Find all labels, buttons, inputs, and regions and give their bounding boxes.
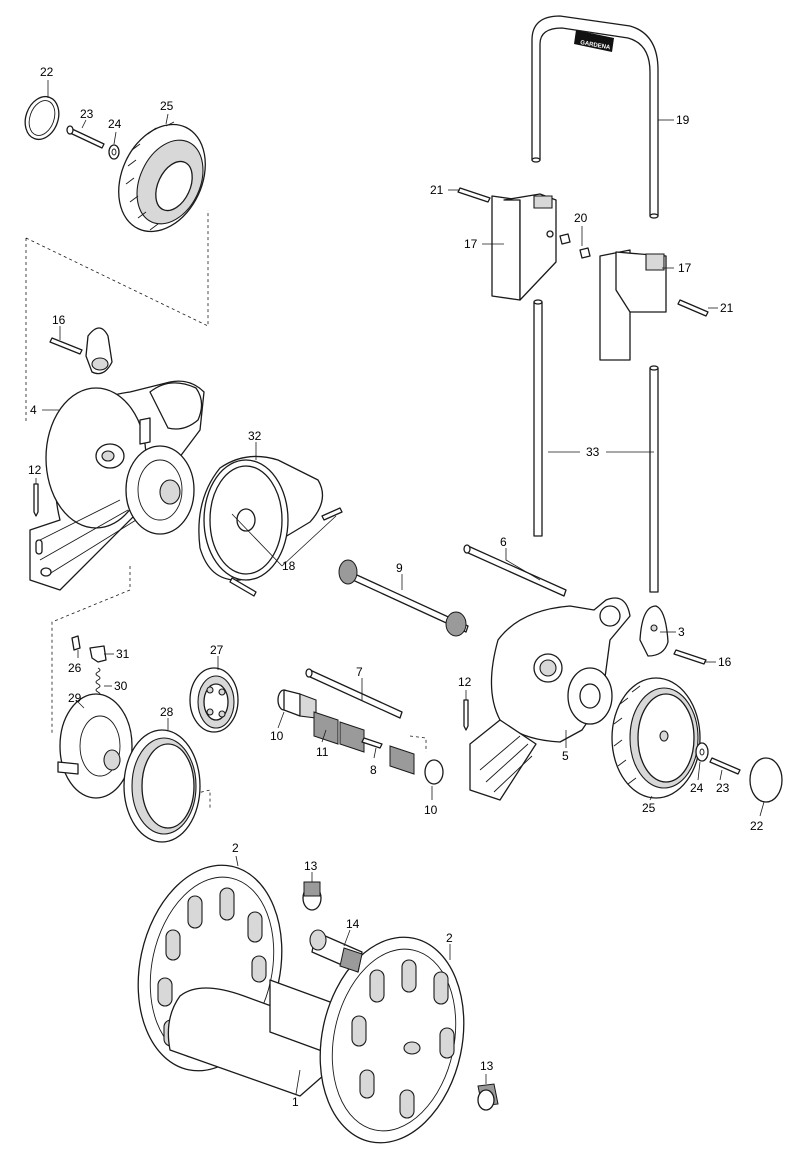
callout-22: 22	[40, 65, 54, 79]
callout-13: 13	[304, 859, 318, 873]
screw-23-top	[66, 125, 105, 149]
callout-6: 6	[500, 535, 507, 549]
callout-12: 12	[458, 675, 472, 689]
parts-10-11-8	[277, 689, 444, 785]
callout-29: 29	[68, 691, 82, 705]
washer-24-top	[108, 144, 120, 160]
screw-12-left	[33, 483, 39, 517]
callout-23: 23	[80, 107, 94, 121]
housing-4	[29, 380, 205, 591]
callout-14: 14	[346, 917, 360, 931]
parts-26-31-30	[71, 635, 107, 697]
callout-21: 21	[430, 183, 444, 197]
nut-20	[559, 233, 591, 259]
tubes-33	[533, 299, 659, 593]
cover-32	[198, 455, 324, 581]
cap-3	[639, 605, 669, 657]
shaft-9	[338, 559, 469, 637]
clamp-17-right	[599, 249, 667, 361]
callout-11: 11	[316, 745, 329, 759]
callout-labels: 22 23 24 25 19 21 17 20 17 21 16 4 12 32…	[28, 65, 764, 1109]
callout-20: 20	[574, 211, 588, 225]
callout-7: 7	[356, 665, 363, 679]
callout-16: 16	[718, 655, 732, 669]
callout-24: 24	[690, 781, 704, 795]
callout-13: 13	[480, 1059, 494, 1073]
callout-1: 1	[292, 1095, 299, 1109]
callout-12: 12	[28, 463, 42, 477]
screw-12-middle	[463, 699, 469, 731]
callout-25: 25	[642, 801, 656, 815]
callout-25: 25	[160, 99, 174, 113]
callout-24: 24	[108, 117, 122, 131]
reel-flange-2-right	[319, 936, 465, 1144]
leader-lines	[35, 80, 765, 1095]
callout-18: 18	[282, 559, 296, 573]
callout-3: 3	[678, 625, 685, 639]
screw-16-left	[49, 337, 83, 355]
callout-22: 22	[750, 819, 764, 833]
callout-4: 4	[30, 403, 37, 417]
bracket-16-part	[85, 327, 113, 375]
callout-10: 10	[424, 803, 438, 817]
plate-29	[57, 693, 133, 799]
wheel-25-right	[611, 677, 701, 799]
callout-17: 17	[678, 261, 692, 275]
handle-19: GARDENA	[531, 15, 659, 219]
callout-28: 28	[160, 705, 174, 719]
brand-logo: GARDENA	[580, 40, 612, 51]
screw-16-right	[673, 649, 707, 665]
callout-19: 19	[676, 113, 690, 127]
callout-21: 21	[720, 301, 734, 315]
callout-23: 23	[716, 781, 730, 795]
callout-2: 2	[232, 841, 239, 855]
rod-6	[463, 544, 567, 597]
callout-16: 16	[52, 313, 66, 327]
screws-18	[229, 507, 343, 597]
callout-30: 30	[114, 679, 128, 693]
screw-21-right	[677, 299, 709, 317]
callout-31: 31	[116, 647, 130, 661]
cap-22-top	[24, 95, 60, 141]
callout-10: 10	[270, 729, 284, 743]
connector-14	[309, 929, 363, 973]
callout-8: 8	[370, 763, 377, 777]
screw-21-top	[457, 187, 491, 203]
housing-5	[469, 597, 631, 801]
fitting-13-top	[302, 881, 322, 911]
callout-9: 9	[396, 561, 403, 575]
washer-24-right	[695, 742, 709, 762]
clamp-17-left	[491, 193, 557, 301]
wheel-25-top	[118, 121, 206, 233]
cap-22-right	[749, 757, 783, 803]
ring-28	[123, 729, 201, 843]
fitting-13-bottom	[477, 1083, 499, 1111]
gear-behind-housing	[125, 445, 195, 535]
callout-32: 32	[248, 429, 262, 443]
callout-5: 5	[562, 749, 569, 763]
callout-33: 33	[586, 445, 600, 459]
callout-27: 27	[210, 643, 224, 657]
screw-23-right	[709, 757, 741, 775]
gear-27	[189, 667, 239, 733]
callout-17: 17	[464, 237, 478, 251]
rod-7	[305, 668, 403, 719]
callout-26: 26	[68, 661, 82, 675]
callout-2: 2	[446, 931, 453, 945]
